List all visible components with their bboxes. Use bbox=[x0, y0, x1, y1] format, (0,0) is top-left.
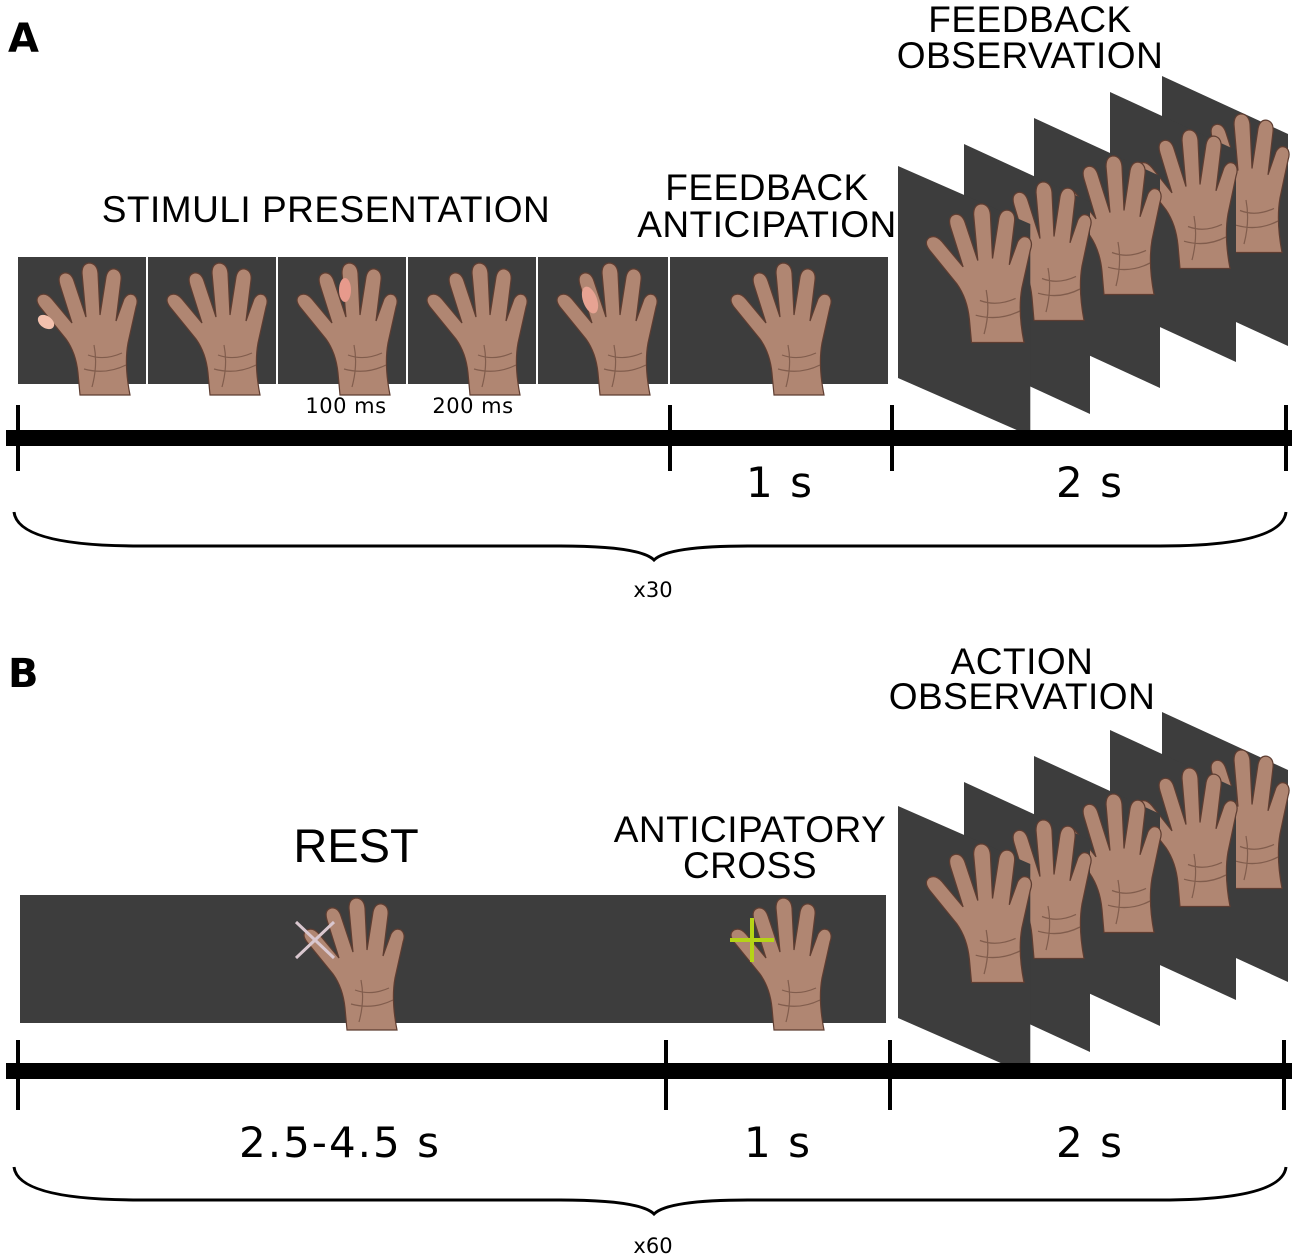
feedback-anticipation-frame bbox=[670, 257, 888, 396]
stimulus-highlight bbox=[37, 314, 55, 330]
feedback-observation-label-line2: OBSERVATION bbox=[897, 35, 1164, 76]
timeline-bar bbox=[6, 430, 1292, 446]
stimulus-frame-5 bbox=[538, 257, 668, 396]
timing-100ms: 100 ms bbox=[305, 394, 386, 418]
feedback-observation-frames bbox=[898, 76, 1289, 436]
action-observation-frames bbox=[898, 712, 1289, 1076]
action-observation-label-line2: OBSERVATION bbox=[889, 676, 1156, 717]
duration-action-observation: 2 s bbox=[1056, 1118, 1124, 1167]
timeline-tick bbox=[888, 1040, 892, 1110]
repetition-brace bbox=[12, 1166, 1288, 1217]
panel-b-letter: B bbox=[8, 651, 39, 697]
timeline-bar bbox=[6, 1063, 1292, 1079]
feedback-observation-label-line1: FEEDBACK bbox=[928, 0, 1131, 40]
stimulus-highlight bbox=[339, 278, 351, 302]
timing-200ms: 200 ms bbox=[432, 394, 513, 418]
panel-a-letter: A bbox=[8, 16, 39, 62]
timeline-tick bbox=[16, 405, 20, 471]
rest-cross bbox=[294, 920, 336, 960]
feedback-anticipation-label-line2: ANTICIPATION bbox=[637, 204, 897, 245]
timeline-tick bbox=[1284, 405, 1288, 471]
timeline-tick bbox=[664, 1040, 668, 1110]
timeline-b bbox=[6, 1040, 1292, 1110]
stimulus-frame-1 bbox=[18, 257, 146, 396]
timeline-tick bbox=[16, 1040, 20, 1110]
anticipatory-cross bbox=[730, 918, 774, 962]
rest-and-cross-screen bbox=[20, 895, 886, 1031]
timeline-tick bbox=[1282, 1040, 1286, 1110]
anticipatory-cross-label-line1: ANTICIPATORY bbox=[614, 809, 887, 850]
stimulus-highlight bbox=[581, 286, 599, 314]
timeline-tick bbox=[668, 405, 672, 471]
timeline-tick bbox=[890, 405, 894, 471]
stimulus-frames-strip bbox=[18, 257, 888, 396]
anticipatory-cross-label-line2: CROSS bbox=[683, 845, 817, 886]
feedback-anticipation-label-line1: FEEDBACK bbox=[665, 167, 868, 208]
duration-rest: 2.5-4.5 s bbox=[239, 1118, 441, 1167]
duration-cross: 1 s bbox=[744, 1118, 812, 1167]
stimuli-presentation-label: STIMULI PRESENTATION bbox=[102, 189, 551, 230]
stimulus-frame-3 bbox=[278, 257, 406, 396]
stimulus-frame-2 bbox=[148, 257, 276, 396]
duration-observation: 2 s bbox=[1056, 458, 1124, 507]
rest-label: REST bbox=[293, 819, 418, 872]
repetition-count: x60 bbox=[633, 1234, 672, 1258]
timeline-a bbox=[6, 405, 1292, 471]
duration-anticipation: 1 s bbox=[746, 458, 814, 507]
stimulus-frame-4 bbox=[408, 257, 536, 396]
repetition-brace bbox=[12, 511, 1288, 563]
repetition-count: x30 bbox=[633, 578, 672, 602]
action-observation-label-line1: ACTION bbox=[951, 641, 1094, 682]
